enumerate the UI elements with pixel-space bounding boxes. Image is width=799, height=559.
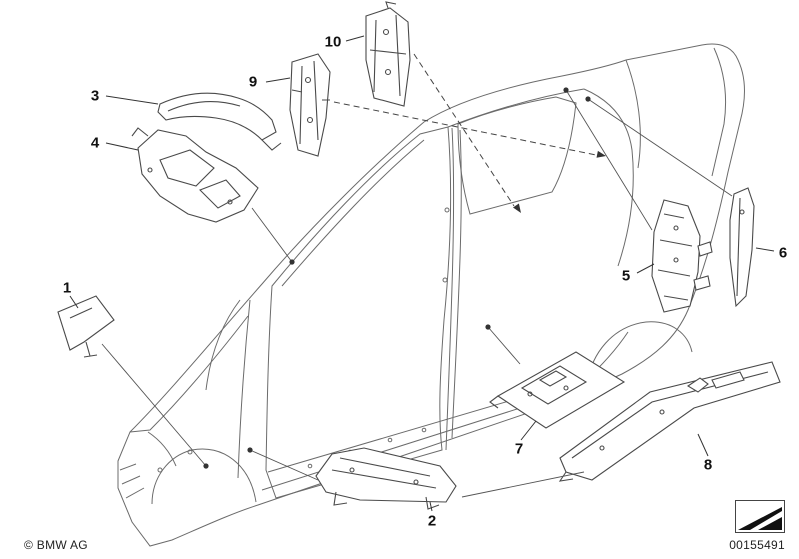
callout-3[interactable]: 3 (90, 87, 100, 105)
part-shape-8 (558, 361, 781, 482)
callout-5[interactable]: 5 (621, 267, 631, 285)
connection-lines (101, 87, 733, 498)
leader-lines (69, 35, 775, 512)
part-shape-5 (651, 199, 713, 313)
part-shape-9 (289, 53, 331, 157)
callout-2[interactable]: 2 (427, 512, 437, 530)
copyright-text: © BMW AG (24, 538, 88, 552)
dashed-alignment-lines (333, 53, 606, 213)
document-number: 00155491 (729, 538, 785, 552)
corner-flag-icon (735, 500, 785, 533)
callout-8[interactable]: 8 (703, 456, 713, 474)
part-shape-3 (157, 92, 282, 151)
locating-dots (203, 87, 591, 469)
part-shape-7 (489, 351, 626, 429)
callout-4[interactable]: 4 (90, 134, 100, 152)
part-shape-2 (315, 447, 457, 510)
callout-9[interactable]: 9 (248, 73, 258, 91)
part-shape-1 (57, 295, 115, 358)
part-shape-4 (131, 127, 259, 223)
callout-6[interactable]: 6 (778, 244, 788, 262)
callout-10[interactable]: 10 (324, 33, 342, 51)
callout-1[interactable]: 1 (62, 279, 72, 297)
callout-7[interactable]: 7 (514, 440, 524, 458)
part-shape-10 (365, 1, 411, 107)
part-shape-6 (729, 187, 755, 308)
